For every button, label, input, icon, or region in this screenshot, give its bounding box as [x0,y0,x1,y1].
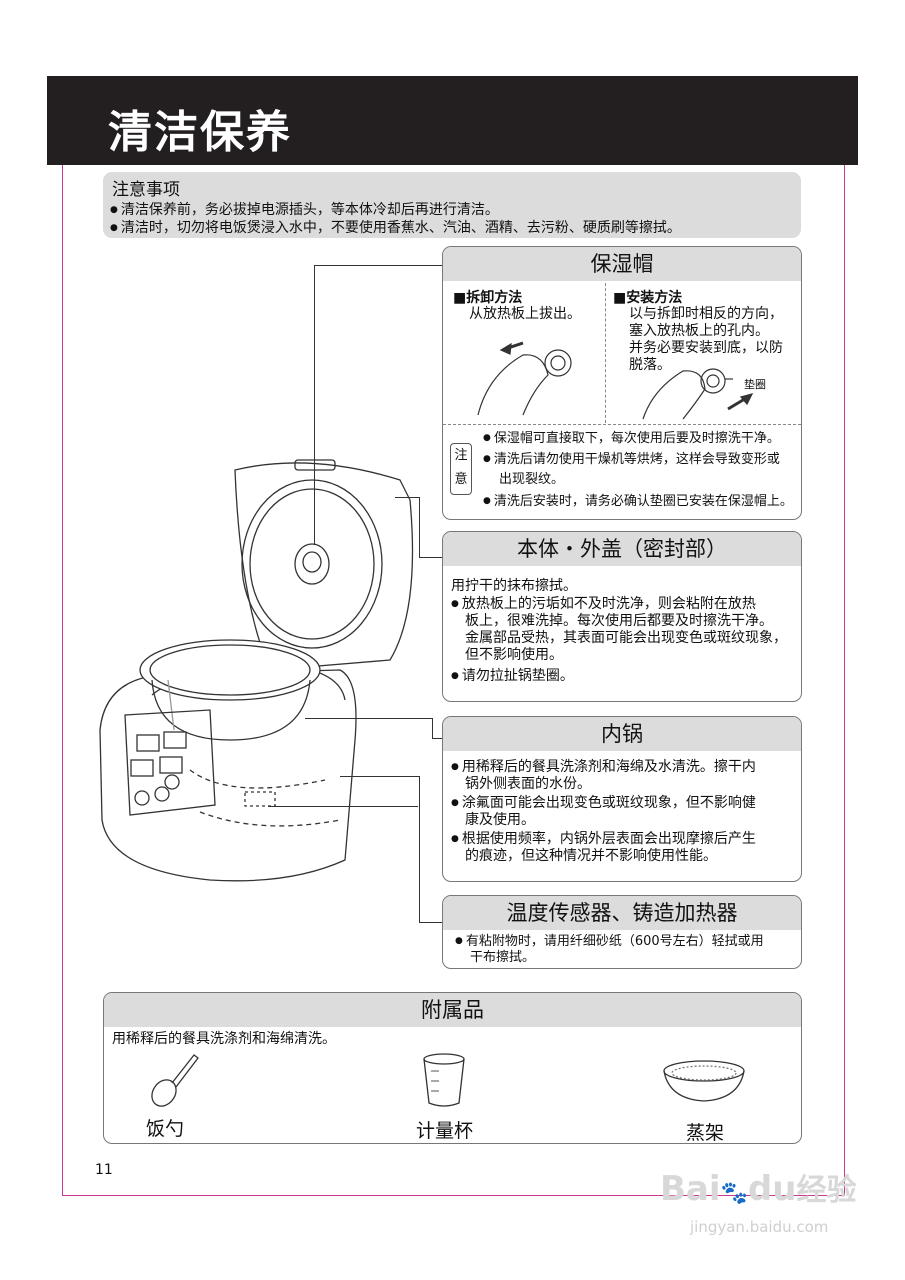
pot-line: 根据使用频率，内锅外层表面会出现摩擦后产生 [451,831,756,848]
body-title: 本体・外盖（密封部） [443,532,801,566]
leader-line [268,806,418,807]
measuring-cup-icon [423,1053,465,1107]
cap-note: 清洗后安装时，请务必确认垫圈已安装在保湿帽上。 [483,493,793,510]
accessory-label: 饭勺 [146,1118,185,1140]
body-intro: 用拧干的抹布擦拭。 [451,578,577,594]
install-cap-illustration [642,368,754,420]
watermark-url: jingyan.baidu.com [690,1218,829,1236]
divider [605,283,607,423]
page-number: 11 [95,1162,113,1178]
accessory-label: 计量杯 [416,1120,474,1142]
leader-line [314,265,442,266]
leader-line [419,776,420,922]
remove-cap-illustration [477,341,572,416]
cap-panel: 保湿帽 ■拆卸方法 从放热板上拔出。 ■安装方法 以与拆卸时相反的方向， 塞入放… [442,246,802,520]
rice-paddle-icon [151,1054,199,1107]
body-line: 板上，很难洗掉。每次使用后都要及时擦洗干净。 [465,613,773,629]
rice-cooker-illustration [99,459,414,882]
leader-line [314,265,315,545]
accessory-label: 蒸架 [686,1122,725,1144]
pot-line: 的痕迹，但这种情况并不影响使用性能。 [465,848,717,864]
cap-title: 保湿帽 [443,247,801,281]
leader-line [419,922,442,923]
steamer-rack-icon [663,1060,745,1102]
notice-title: 注意事项 [112,180,180,200]
leader-line [340,776,420,777]
title-bar [47,76,858,165]
body-line: 但不影响使用。 [465,647,563,663]
body-line: 金属部品受热，其表面可能会出现变色或斑纹现象， [465,630,787,646]
accessories-title: 附属品 [104,993,801,1027]
leader-line [432,738,442,739]
leader-line [419,497,420,557]
note-label: 注 [454,448,468,463]
leader-line [419,557,442,558]
install-line: 脱落。 [629,357,671,373]
pot-line: 康及使用。 [465,812,535,828]
page-title: 清洁保养 [108,107,292,158]
pot-line: 涂氟面可能会出现变色或斑纹现象，但不影响健 [451,795,756,812]
install-line: 并务必要安装到底，以防 [629,340,783,356]
pot-panel: 内锅 用稀释后的餐具洗涤剂和海绵及水清洗。擦干内 锅外侧表面的水份。 涂氟面可能… [442,716,802,882]
sensor-title: 温度传感器、铸造加热器 [443,896,801,930]
remove-title: ■拆卸方法 [453,290,523,306]
sensor-panel: 温度传感器、铸造加热器 有粘附物时，请用纤细砂纸（600号左右）轻拭或用 干布擦… [442,895,802,969]
pot-line: 锅外侧表面的水份。 [465,776,591,792]
remove-text: 从放热板上拔出。 [469,306,581,322]
cap-note: 保湿帽可直接取下，每次使用后要及时擦洗干净。 [483,430,780,447]
pot-title: 内锅 [443,717,801,751]
body-line: 请勿拉扯锅垫圈。 [451,668,574,685]
notice-item: 清洁保养前，务必拔掉电源插头，等本体冷却后再进行清洁。 [110,201,499,219]
note-badge: 注 意 [450,443,472,495]
sensor-line: 干布擦拭。 [470,950,536,965]
sensor-line: 有粘附物时，请用纤细砂纸（600号左右）轻拭或用 [455,933,764,950]
watermark-logo: Bai🐾du经验 [660,1169,857,1209]
cap-note: 清洗后请勿使用干燥机等烘烤，这样会导致变形或 [483,451,780,468]
install-line: 以与拆卸时相反的方向， [629,306,783,322]
body-panel: 本体・外盖（密封部） 用拧干的抹布擦拭。 放热板上的污垢如不及时洗净，则会粘附在… [442,531,802,702]
install-title: ■安装方法 [613,290,683,306]
accessories-text: 用稀释后的餐具洗涤剂和海绵清洗。 [112,1031,336,1047]
leader-line [305,718,432,719]
pot-line: 用稀释后的餐具洗涤剂和海绵及水清洗。擦干内 [451,759,756,776]
body-line: 放热板上的污垢如不及时洗净，则会粘附在放热 [451,596,756,613]
notice-item: 清洁时，切勿将电饭煲浸入水中，不要使用香蕉水、汽油、酒精、去污粉、硬质刷等擦拭。 [110,219,681,237]
note-label: 意 [454,472,468,487]
gasket-label: 垫圈 [744,378,766,391]
install-line: 塞入放热板上的孔内。 [629,323,769,339]
leader-line [432,718,433,738]
cap-note: 出现裂纹。 [499,472,565,487]
accessories-panel: 附属品 用稀释后的餐具洗涤剂和海绵清洗。 饭勺 计量杯 蒸架 [103,992,802,1144]
divider [443,424,801,425]
leader-line [395,497,419,498]
